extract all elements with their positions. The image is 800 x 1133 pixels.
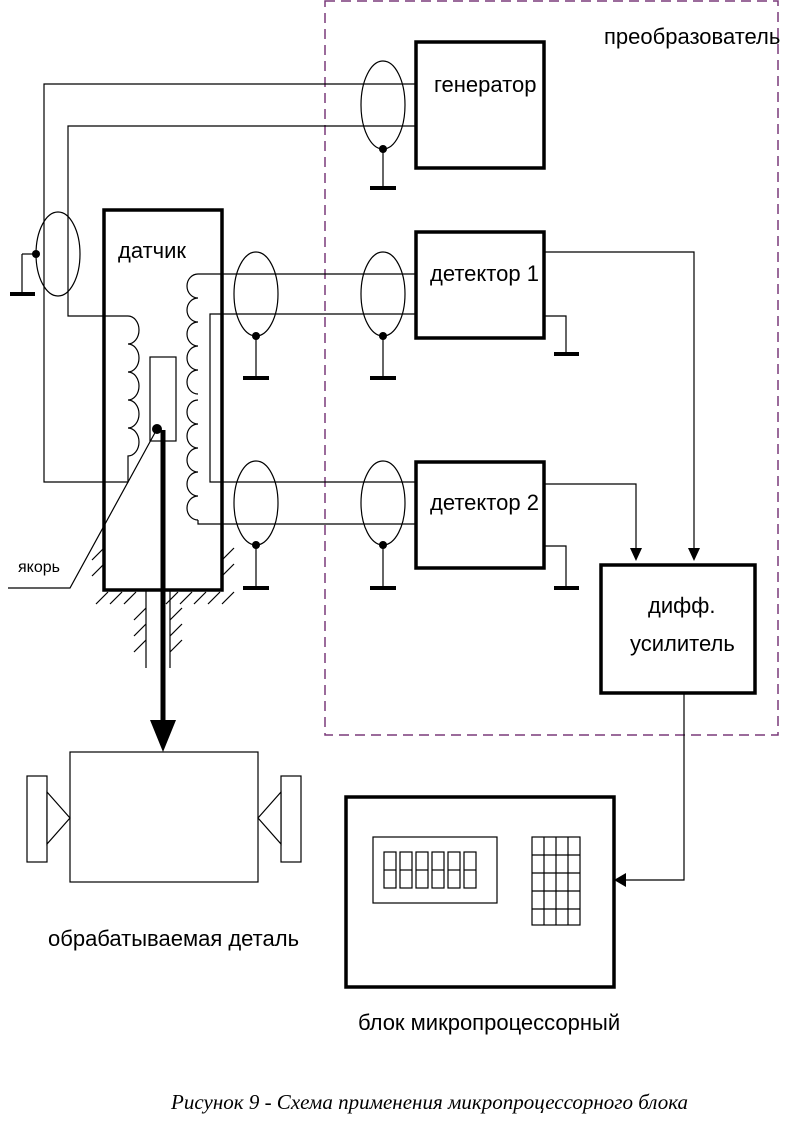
amp-to-block-arrow <box>614 873 626 887</box>
right-centre-tip <box>257 790 282 846</box>
workpiece <box>69 751 259 883</box>
secondary-coil-upper <box>186 273 199 395</box>
diff-amplifier-label-line1: дифф. <box>648 593 715 618</box>
probe-arrow <box>150 720 176 752</box>
converter-enclosure <box>324 0 779 736</box>
armature-leader <box>8 428 158 589</box>
shield-generator <box>360 60 406 150</box>
generator-wire-outer <box>43 83 416 483</box>
micro-keypad <box>531 836 581 926</box>
det1-to-amp-arrow <box>688 548 700 561</box>
right-centre-block <box>280 775 302 863</box>
primary-coil <box>104 315 140 483</box>
left-centre-tip <box>46 790 71 846</box>
generator-label: генератор <box>434 72 536 97</box>
display-digits <box>383 851 477 889</box>
sensor-label: датчик <box>118 238 186 263</box>
generator-wire-inner <box>67 125 416 317</box>
det2-to-amp-arrow <box>630 548 642 561</box>
detector2-box <box>414 460 546 570</box>
detector2-wire-b <box>197 520 416 525</box>
generator-box <box>414 40 546 170</box>
ground-symbols <box>10 145 579 590</box>
secondary-coil-lower <box>186 399 199 521</box>
diff-amplifier-label-line2: усилитель <box>630 631 735 656</box>
sensor-mount-hatching <box>91 547 235 653</box>
amp-to-block-wire <box>624 693 685 881</box>
converter-label: преобразователь <box>604 24 780 49</box>
detector1-label: детектор 1 <box>430 261 539 286</box>
detector1-box <box>414 230 546 340</box>
diff-amplifier-box <box>599 563 757 695</box>
detector1-wire-b <box>209 313 416 398</box>
figure-caption: Рисунок 9 - Схема применения микропроцес… <box>170 1090 688 1114</box>
shield-sensor-left <box>35 211 81 297</box>
shield-det2-left <box>233 460 279 546</box>
armature-label: якорь <box>18 559 60 576</box>
left-centre-block <box>26 775 48 863</box>
micro-block-label: блок микропроцессорный <box>358 1010 620 1035</box>
workpiece-label: обрабатываемая деталь <box>48 926 299 951</box>
detector2-wire-a <box>209 398 416 483</box>
detector2-label: детектор 2 <box>430 490 539 515</box>
shield-det1-right <box>360 251 406 337</box>
shield-det2-right <box>360 460 406 546</box>
det1-to-amp-wire <box>544 251 695 554</box>
shield-det1-left <box>233 251 279 337</box>
det2-to-amp-wire <box>544 483 637 554</box>
